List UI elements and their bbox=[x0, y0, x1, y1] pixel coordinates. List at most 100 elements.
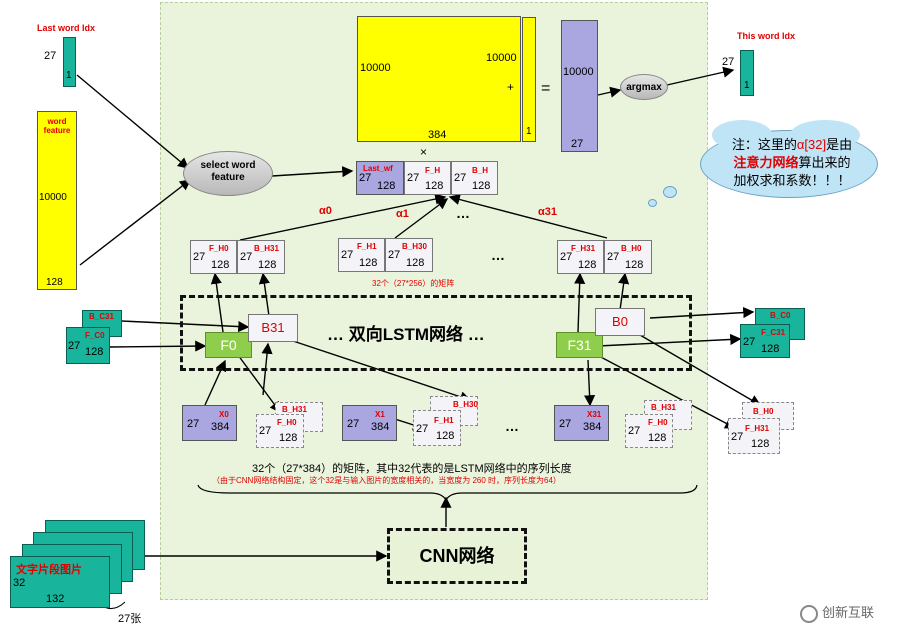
pair1-bh30-cols: 128 bbox=[406, 257, 425, 269]
x0-fh0-rows: 27 bbox=[259, 425, 272, 437]
note-line-1-pre: 注：这里的 bbox=[731, 137, 797, 152]
pair31-fh31-label: F_H31 bbox=[571, 244, 596, 253]
x31-fh0: F_H0 27 128 bbox=[625, 414, 673, 448]
note-line-3: 加权求和系数！！！ bbox=[733, 173, 851, 188]
bias-vector: 1 bbox=[522, 17, 536, 142]
last-wf-cols: 128 bbox=[377, 180, 396, 192]
pair1-fh1-label: F_H1 bbox=[357, 242, 377, 251]
bh-block: B_H 27 128 bbox=[451, 161, 498, 195]
pair31-fh31: F_H31 27 128 bbox=[557, 240, 604, 274]
text-image-height: 32 bbox=[13, 577, 26, 589]
word-feature-cols: 128 bbox=[46, 277, 63, 288]
text-image-front: 文字片段图片 32 132 bbox=[10, 556, 110, 608]
lstm-b31-cell: B31 bbox=[248, 314, 298, 342]
projection-rows-right: 10000 bbox=[486, 52, 517, 64]
note-text: 注：这里的α[32]是由 注意力网络算出来的 加权求和系数！！！ bbox=[712, 136, 872, 190]
bh-label: B_H bbox=[472, 166, 489, 175]
seq-note: （由于CNN网络结构固定，这个32是与输入图片的宽度相关的，当宽度为 260 时… bbox=[212, 476, 561, 485]
pair1-fh1-cols: 128 bbox=[359, 257, 378, 269]
fh-rows: 27 bbox=[407, 172, 420, 184]
x0-rows: 27 bbox=[187, 418, 200, 430]
out-fh31: F_H31 27 128 bbox=[728, 418, 780, 454]
pair1-bh30-label: B_H30 bbox=[402, 242, 427, 251]
seq-description: 32个（27*384）的矩阵，其中32代表的是LSTM网络中的序列长度 bbox=[252, 463, 572, 475]
input-x31: X31 27 384 bbox=[554, 405, 609, 441]
note-alpha: α[32] bbox=[796, 137, 827, 152]
input-x0: X0 27 384 bbox=[182, 405, 237, 441]
x1-fh1-rows: 27 bbox=[416, 423, 429, 435]
pair1-bh30: B_H30 27 128 bbox=[385, 238, 433, 272]
x1-bh30-label: B_H30 bbox=[453, 400, 478, 409]
watermark-text: 创新互联 bbox=[822, 605, 875, 620]
argmax-node: argmax bbox=[620, 74, 668, 100]
this-word-idx-label: This word Idx bbox=[737, 31, 796, 41]
x31-fh0-cols: 128 bbox=[648, 432, 667, 444]
pair31-bh0-cols: 128 bbox=[625, 259, 644, 271]
word-feature-rows: 10000 bbox=[39, 192, 67, 203]
x31-rows: 27 bbox=[559, 418, 572, 430]
note-line-2-post: 算出来的 bbox=[798, 155, 851, 170]
input-x1: X1 27 384 bbox=[342, 405, 397, 441]
pair0-fh0: F_H0 27 128 bbox=[190, 240, 237, 274]
pair0-bh31-label: B_H31 bbox=[254, 244, 279, 253]
pair0-fh0-label: F_H0 bbox=[209, 244, 229, 253]
x31-cols: 384 bbox=[583, 421, 602, 433]
equals-sign: = bbox=[541, 80, 551, 97]
x1-fh1: F_H1 27 128 bbox=[413, 410, 461, 446]
ellipsis-top: … bbox=[456, 205, 470, 221]
pair31-bh0-rows: 27 bbox=[607, 251, 620, 263]
pair0-bh31-cols: 128 bbox=[258, 259, 277, 271]
ellipsis-pairs: … bbox=[491, 247, 505, 263]
watermark-icon bbox=[800, 604, 818, 623]
pair0-bh31-rows: 27 bbox=[240, 251, 253, 263]
pair0-fh0-rows: 27 bbox=[193, 251, 206, 263]
pair31-bh0-label: B_H0 bbox=[621, 244, 642, 253]
projection-cols: 384 bbox=[428, 129, 447, 141]
lstm-f31-cell: F31 bbox=[556, 332, 603, 358]
out-fh31-rows: 27 bbox=[731, 431, 744, 443]
note-cloud-puff-1 bbox=[712, 120, 772, 150]
select-word-feature-node: select word feature bbox=[183, 151, 273, 196]
fc31-label: F_C31 bbox=[761, 328, 786, 337]
projection-matrix: 10000 10000 384 bbox=[357, 16, 521, 142]
last-word-idx-label: Last word Idx bbox=[37, 23, 96, 33]
last-wf-block: Last_wf 27 128 bbox=[356, 161, 404, 195]
fh-block: F_H 27 128 bbox=[404, 161, 451, 195]
x0-label: X0 bbox=[219, 410, 229, 419]
fc0-label: F_C0 bbox=[85, 331, 105, 340]
word-feature-matrix: word feature 10000 128 bbox=[37, 111, 77, 290]
projection-rows-left: 10000 bbox=[360, 62, 391, 74]
cell-state-fc0: F_C0 27 128 bbox=[66, 327, 110, 364]
pair0-bh31: B_H31 27 128 bbox=[237, 240, 285, 274]
pair0-fh0-cols: 128 bbox=[211, 259, 230, 271]
x0-bh31-label: B_H31 bbox=[282, 405, 307, 414]
select-word-feature-text: select word feature bbox=[200, 160, 256, 183]
note-cloud-puff-2 bbox=[790, 120, 860, 150]
bias-cols: 1 bbox=[526, 126, 532, 137]
fc31-cols: 128 bbox=[761, 343, 780, 355]
x1-fh1-cols: 128 bbox=[436, 430, 455, 442]
x31-label: X31 bbox=[587, 410, 602, 419]
last-word-rows: 27 bbox=[44, 50, 57, 62]
x0-fh0-cols: 128 bbox=[279, 432, 298, 444]
last-wf-rows: 27 bbox=[359, 172, 372, 184]
pair1-fh1-rows: 27 bbox=[341, 249, 354, 261]
image-count: 27张 bbox=[118, 613, 142, 625]
times-sign: × bbox=[420, 145, 428, 159]
fc31-rows: 27 bbox=[743, 336, 756, 348]
logits-vector: 10000 27 bbox=[561, 20, 598, 152]
x1-rows: 27 bbox=[347, 418, 360, 430]
x1-cols: 384 bbox=[371, 421, 390, 433]
lstm-b0-cell: B0 bbox=[595, 308, 645, 336]
x31-fh0-rows: 27 bbox=[628, 425, 641, 437]
lstm-f0-cell: F0 bbox=[205, 332, 252, 358]
x0-fh0-label: F_H0 bbox=[277, 418, 297, 427]
word-feature-label: word feature bbox=[43, 117, 71, 135]
fc0-rows: 27 bbox=[68, 340, 81, 352]
pair31-fh31-cols: 128 bbox=[578, 259, 597, 271]
fh-label: F_H bbox=[425, 166, 441, 175]
note-line-2: 注意力网络算出来的 bbox=[712, 154, 872, 172]
last-wf-label: Last_wf bbox=[363, 164, 393, 173]
x0-fh0: F_H0 27 128 bbox=[256, 414, 304, 448]
pair1-fh1: F_H1 27 128 bbox=[338, 238, 385, 272]
